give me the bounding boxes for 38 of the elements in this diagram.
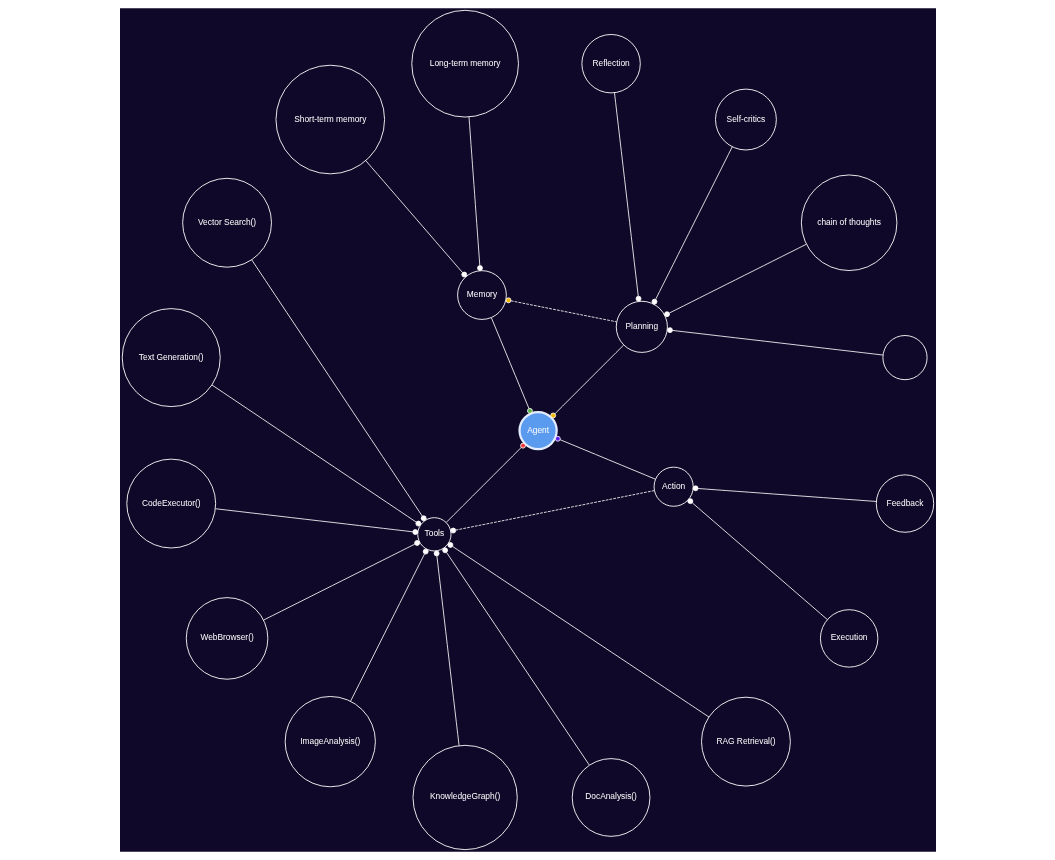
connector [364, 160, 467, 278]
node-circle: RAG Retrieval() [700, 696, 791, 787]
connector [490, 317, 533, 414]
connector [349, 548, 429, 702]
connector [447, 542, 709, 718]
connector [445, 442, 526, 523]
connector [214, 508, 418, 535]
node-circle [881, 335, 928, 381]
connector [211, 384, 421, 527]
connector [613, 92, 641, 302]
node-circle: CodeExecutor() [125, 458, 216, 549]
node-circle: Text Generation() [121, 308, 221, 408]
node-circle: Vector Search() [181, 177, 272, 268]
connector [554, 435, 656, 480]
connector [468, 116, 483, 271]
connector [651, 146, 733, 305]
connector [433, 550, 459, 747]
node-circle: Self-critics [714, 88, 777, 151]
connector [692, 485, 877, 502]
connector [250, 259, 427, 522]
node-circle: ImageAnalysis() [284, 696, 376, 788]
node-circle: Execution [819, 609, 878, 668]
connector [262, 540, 420, 621]
node-circle: Reflection [580, 34, 641, 94]
connector [505, 297, 617, 323]
node-circle: Long-term memory [410, 9, 519, 118]
node-circle: Feedback [875, 474, 934, 533]
node-circle: WebBrowser() [185, 597, 268, 680]
connector [441, 547, 590, 766]
connector [549, 344, 624, 419]
connector [666, 327, 883, 356]
node-circle: DocAnalysis() [571, 758, 650, 837]
connector [449, 490, 655, 534]
node-circle: Short-term memory [275, 64, 385, 175]
node-circle: KnowledgeGraph() [412, 744, 518, 851]
node-circle: chain of thoughts [800, 174, 897, 271]
connector [686, 498, 828, 620]
connector [663, 243, 807, 318]
